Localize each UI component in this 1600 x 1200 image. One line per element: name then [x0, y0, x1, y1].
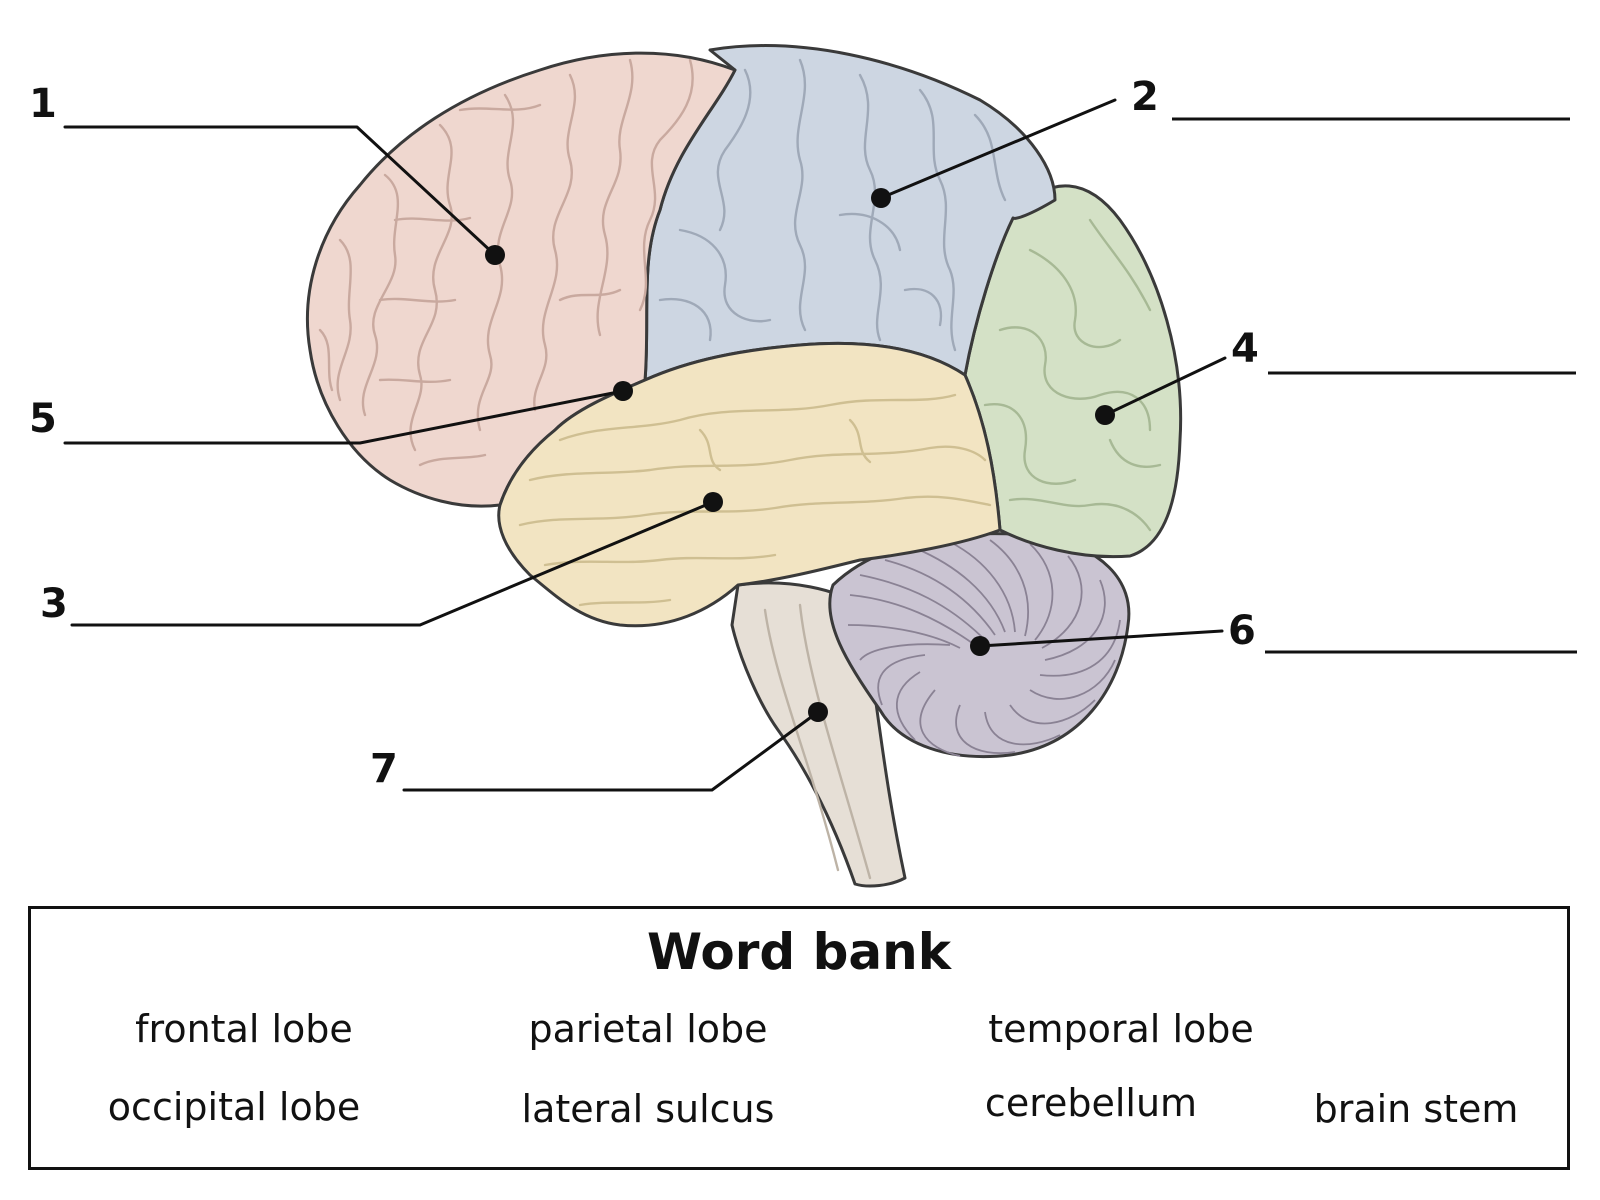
label-6: 6	[970, 608, 1577, 656]
temporal-lobe-region	[497, 341, 1002, 628]
label-3-number: 3	[40, 581, 68, 627]
label-3-leader	[70, 500, 715, 627]
label-2-marker	[871, 188, 891, 208]
label-5: 5	[29, 381, 633, 445]
word-bank-term-brain-stem: brain stem	[1313, 1087, 1519, 1131]
word-bank-term-occipital-lobe: occipital lobe	[107, 1085, 361, 1129]
label-1: 1	[29, 81, 505, 265]
cerebellum-folia	[847, 539, 1121, 757]
label-3: 3	[40, 492, 723, 627]
word-bank: Word bank frontal lobe parietal lobe tem…	[28, 906, 1570, 1170]
label-3-marker	[703, 492, 723, 512]
label-6-leader	[978, 629, 1224, 648]
word-bank-term-temporal-lobe: temporal lobe	[988, 1007, 1254, 1051]
word-bank-term-frontal-lobe: frontal lobe	[135, 1007, 353, 1051]
label-4: 4	[1095, 326, 1576, 425]
label-2: 2	[871, 74, 1570, 208]
label-7-number: 7	[370, 746, 398, 792]
label-5-marker	[613, 381, 633, 401]
label-7: 7	[370, 702, 828, 792]
frontal-lobe-region	[306, 51, 737, 508]
word-bank-term-cerebellum: cerebellum	[984, 1081, 1198, 1125]
label-5-leader	[63, 389, 625, 445]
label-1-leader	[63, 125, 497, 257]
label-4-marker	[1095, 405, 1115, 425]
word-bank-term-parietal-lobe: parietal lobe	[528, 1007, 768, 1051]
label-6-number: 6	[1228, 608, 1256, 654]
label-1-number: 1	[29, 81, 57, 127]
word-bank-title: Word bank	[647, 923, 951, 981]
label-2-number: 2	[1131, 74, 1159, 120]
label-4-number: 4	[1231, 326, 1259, 372]
label-5-number: 5	[29, 396, 57, 442]
label-6-marker	[970, 636, 990, 656]
label-4-leader	[1103, 356, 1227, 417]
label-2-leader	[879, 98, 1117, 200]
label-7-marker	[808, 702, 828, 722]
word-bank-term-lateral-sulcus: lateral sulcus	[521, 1087, 775, 1131]
label-7-leader	[402, 710, 820, 792]
label-1-marker	[485, 245, 505, 265]
